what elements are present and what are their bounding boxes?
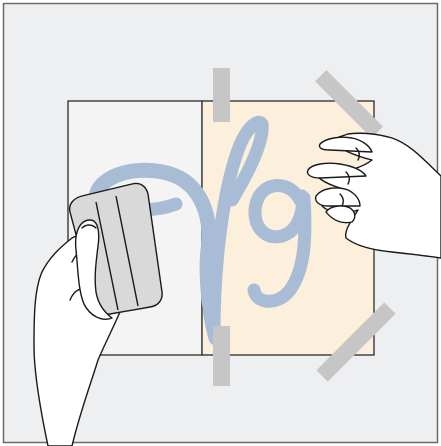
- alignment-marker-icon: [213, 68, 230, 122]
- alignment-marker-icon: [213, 326, 230, 386]
